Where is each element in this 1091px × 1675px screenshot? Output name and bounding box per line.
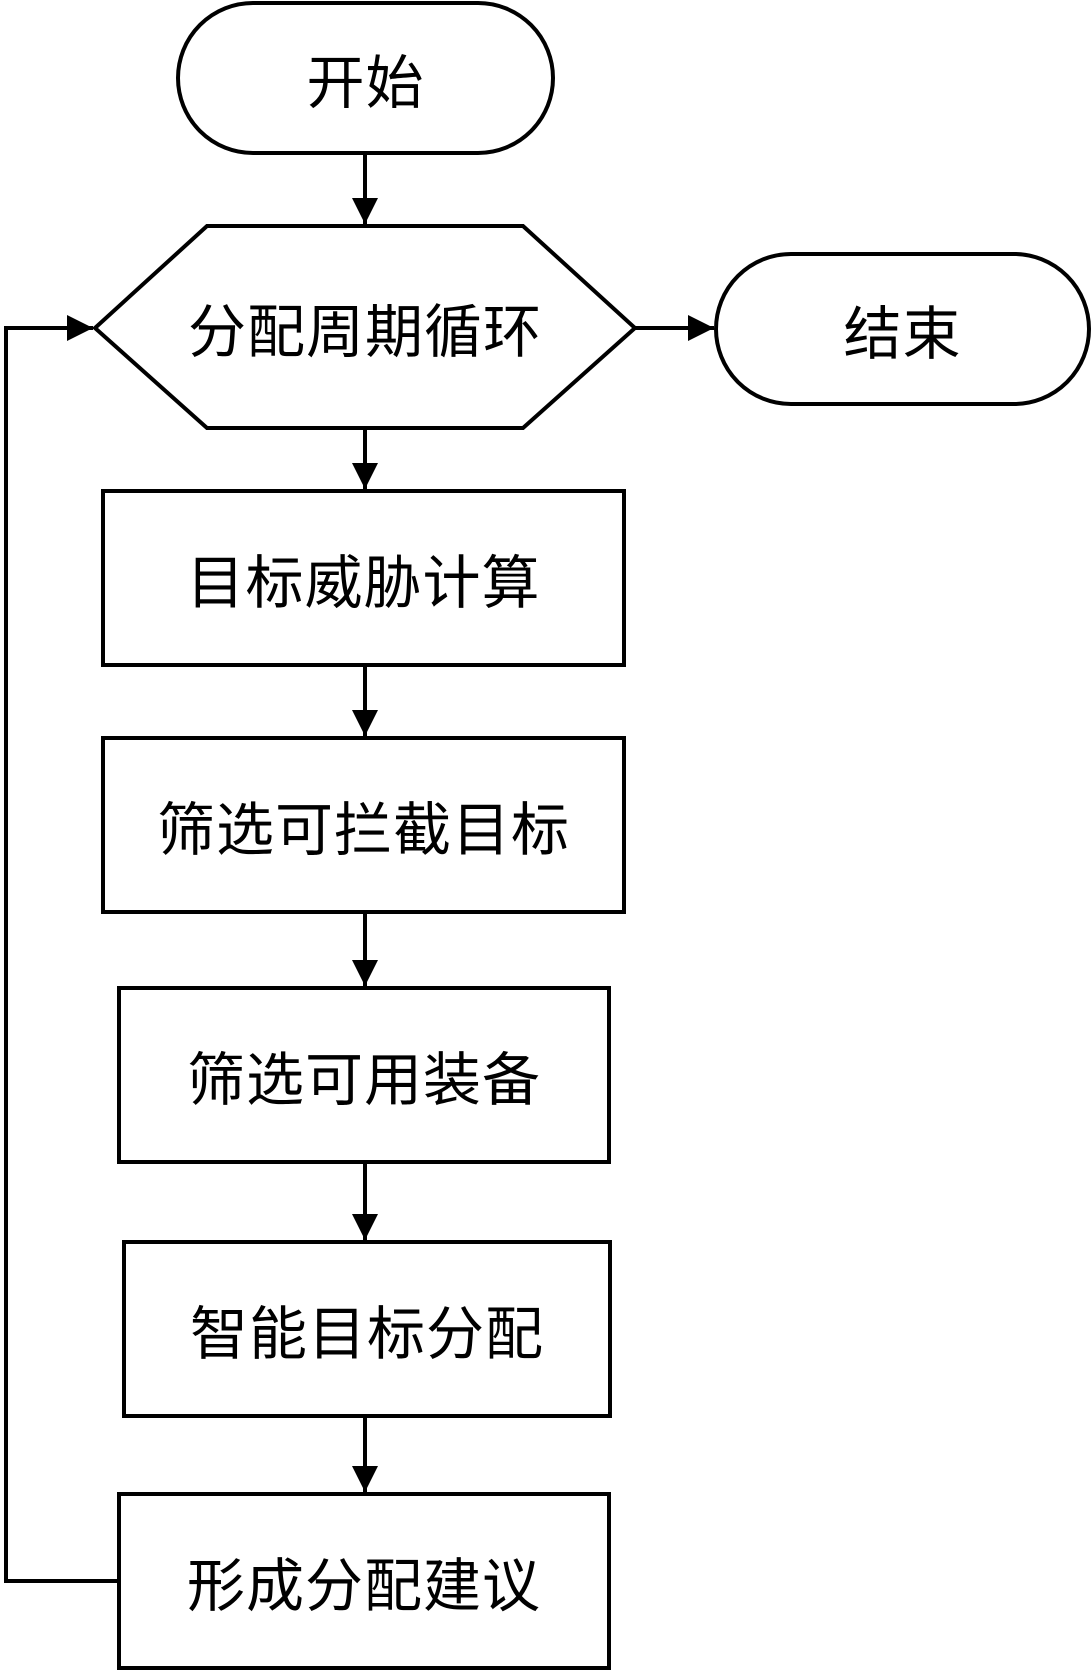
start-label: 开始 [306,49,425,117]
filter-targets-box [101,736,626,914]
loop-label: 分配周期循环 [187,298,542,366]
filter-targets-label: 筛选可拦截目标 [156,796,570,864]
threat-label: 目标威胁计算 [186,549,541,617]
allocate-label: 智能目标分配 [189,1300,544,1368]
edge-advice-to-loop [4,315,119,1583]
advice-label: 形成分配建议 [186,1552,541,1620]
advice-box [117,1492,611,1670]
end-label: 结束 [843,300,962,368]
filter-equipment-label: 筛选可用装备 [186,1046,541,1114]
allocate-box [122,1240,612,1418]
threat-box [101,489,626,667]
end-terminator [714,252,1091,406]
